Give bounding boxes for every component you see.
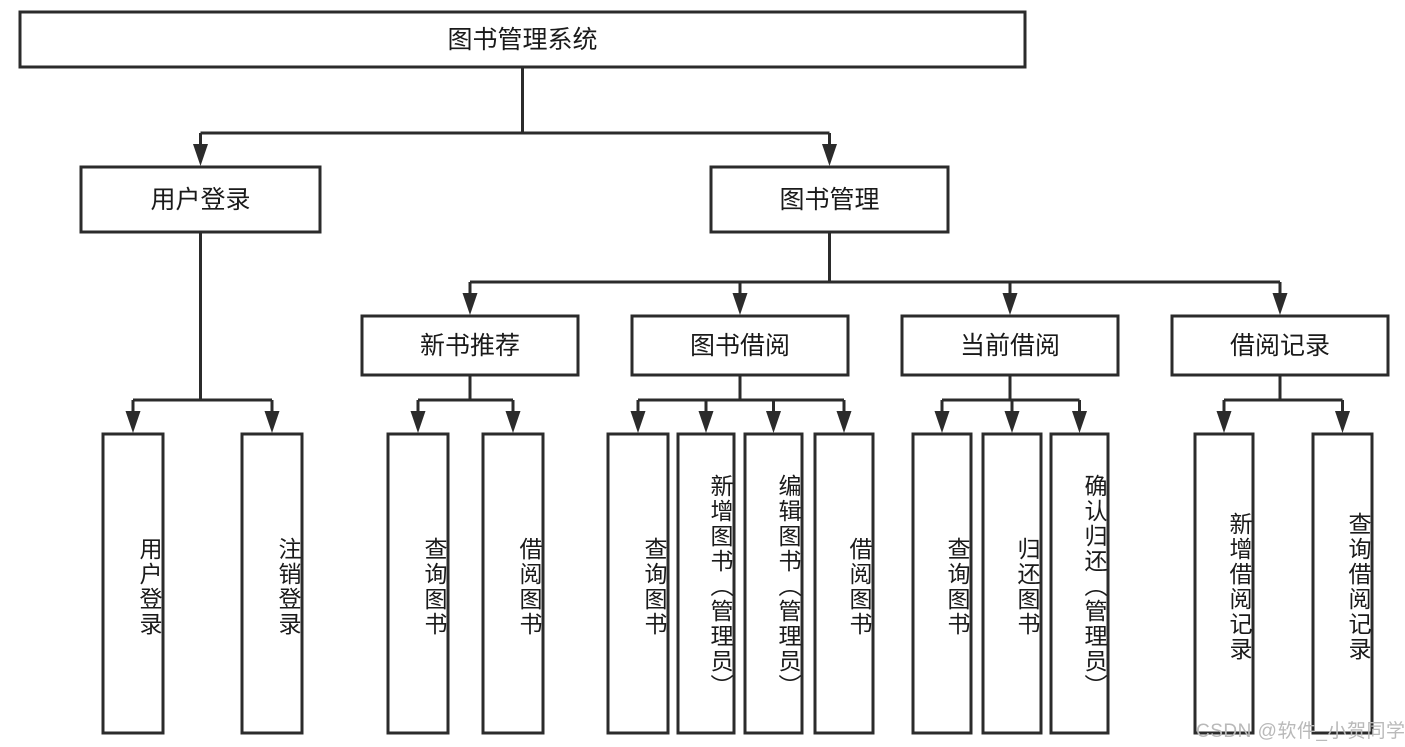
connector-group-user-login xyxy=(125,232,280,433)
arrow-head-icon xyxy=(193,144,208,166)
connector-group-new-book-recommend xyxy=(410,375,521,433)
arrow-head-icon xyxy=(934,411,950,433)
arrow-head-icon xyxy=(264,411,280,433)
node-box-leaf-query-book-3[interactable] xyxy=(911,432,973,735)
arrow-head-icon xyxy=(410,411,426,433)
node-box-current-borrow[interactable] xyxy=(900,314,1120,377)
boxes-layer xyxy=(18,10,1390,735)
arrow-head-icon xyxy=(462,293,478,315)
node-box-leaf-return-book[interactable] xyxy=(981,432,1043,735)
connector-group-book-borrow xyxy=(630,375,852,433)
node-box-user-login[interactable] xyxy=(79,165,322,234)
connector-group-current-borrow xyxy=(934,375,1087,433)
arrow-head-icon xyxy=(1335,411,1350,433)
arrow-head-icon xyxy=(1072,411,1087,433)
arrow-head-icon xyxy=(698,411,714,433)
arrow-head-icon xyxy=(1002,293,1018,315)
connector-group-book-management xyxy=(462,232,1288,315)
arrow-head-icon xyxy=(505,411,521,433)
arrow-head-icon xyxy=(732,293,748,315)
node-box-leaf-borrow-book-2[interactable] xyxy=(813,432,875,735)
connectors-layer xyxy=(125,67,1350,433)
node-box-leaf-edit-book[interactable] xyxy=(743,432,804,735)
node-box-leaf-query-book-1[interactable] xyxy=(386,432,450,735)
arrow-head-icon xyxy=(822,144,837,166)
node-box-leaf-logout[interactable] xyxy=(240,432,304,735)
node-box-root[interactable] xyxy=(18,10,1027,69)
node-box-leaf-add-book[interactable] xyxy=(676,432,736,735)
arrow-head-icon xyxy=(125,411,141,433)
node-box-leaf-confirm-return[interactable] xyxy=(1049,432,1110,735)
connector-group-borrow-records xyxy=(1216,375,1350,433)
node-box-new-book-recommend[interactable] xyxy=(360,314,580,377)
node-box-leaf-add-record[interactable] xyxy=(1193,432,1255,735)
node-box-book-management[interactable] xyxy=(709,165,950,234)
arrow-head-icon xyxy=(1216,411,1232,433)
arrow-head-icon xyxy=(836,411,852,433)
node-box-book-borrow[interactable] xyxy=(630,314,850,377)
node-box-borrow-records[interactable] xyxy=(1170,314,1390,377)
node-box-leaf-user-login[interactable] xyxy=(101,432,165,735)
node-box-leaf-query-book-2[interactable] xyxy=(606,432,670,735)
node-box-leaf-query-record[interactable] xyxy=(1311,432,1374,735)
csdn-watermark: CSDN @软件_小贺同学 xyxy=(1196,721,1405,742)
arrow-head-icon xyxy=(766,411,781,433)
arrow-head-icon xyxy=(1004,411,1020,433)
connector-group-root xyxy=(193,67,837,166)
node-box-leaf-borrow-book-1[interactable] xyxy=(481,432,545,735)
arrow-head-icon xyxy=(1272,293,1288,315)
arrow-head-icon xyxy=(630,411,646,433)
